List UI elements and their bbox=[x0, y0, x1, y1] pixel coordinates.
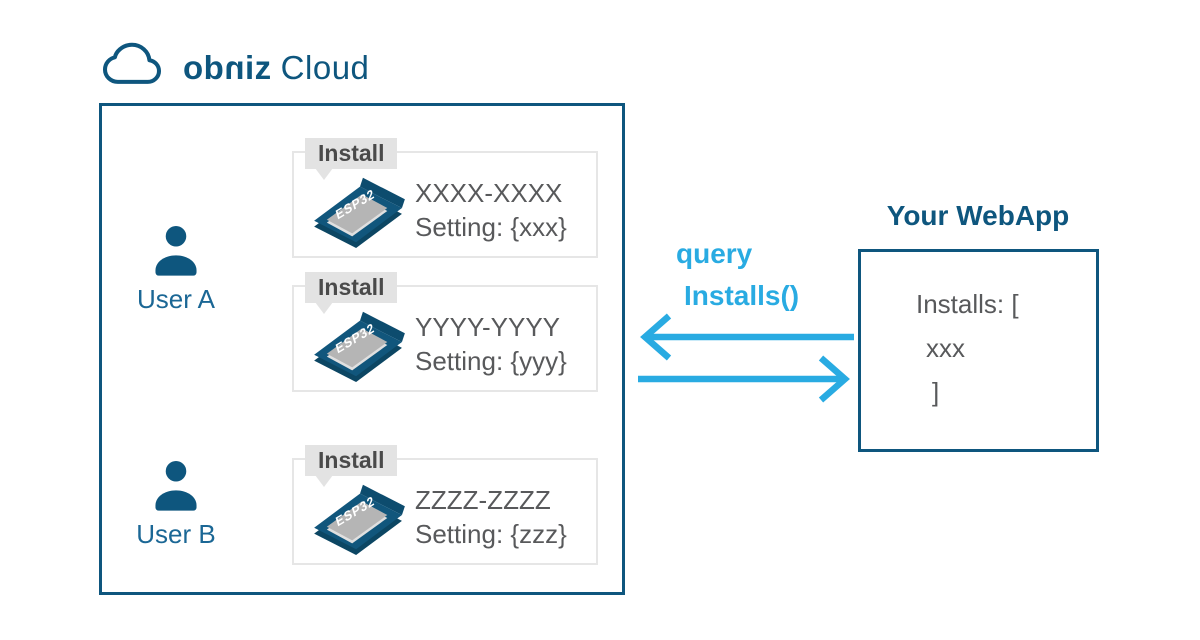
user-a-label: User A bbox=[136, 284, 216, 314]
install-tag: Install bbox=[305, 272, 398, 303]
install-info: ZZZZ-ZZZZ Setting: {zzz} bbox=[415, 483, 567, 551]
logo-part-iz: iz bbox=[245, 48, 272, 86]
logo-part-ob: ob bbox=[183, 48, 225, 86]
query-label-line2: Installs() bbox=[684, 280, 800, 311]
install-info: XXXX-XXXX Setting: {xxx} bbox=[415, 176, 567, 244]
install-card-3: Install ESP32 ZZZZ-ZZZZ Setting: {zzz} bbox=[292, 445, 598, 565]
tag-pointer-icon bbox=[315, 302, 333, 314]
device-setting: Setting: {zzz} bbox=[415, 519, 567, 549]
user-b-label: User B bbox=[136, 519, 216, 549]
user-icon bbox=[155, 460, 197, 511]
webapp-code: Installs: [ xxx ] bbox=[916, 282, 1019, 414]
arrow-left-head-icon bbox=[640, 313, 672, 361]
code-line-1: Installs: [ bbox=[916, 289, 1019, 319]
device-id: ZZZZ-ZZZZ bbox=[415, 485, 551, 515]
device-setting: Setting: {yyy} bbox=[415, 346, 567, 376]
install-tag: Install bbox=[305, 445, 398, 476]
logo-flipped-n: n bbox=[224, 48, 245, 86]
user-icon bbox=[155, 225, 197, 276]
webapp-title: Your WebApp bbox=[886, 200, 1070, 231]
user-a: User A bbox=[121, 223, 231, 315]
device-id: YYYY-YYYY bbox=[415, 312, 561, 342]
user-b: User B bbox=[121, 458, 231, 550]
device-setting: Setting: {xxx} bbox=[415, 212, 567, 242]
esp32-chip-icon: ESP32 bbox=[314, 484, 405, 556]
install-info: YYYY-YYYY Setting: {yyy} bbox=[415, 310, 567, 378]
install-tag: Install bbox=[305, 138, 398, 169]
code-line-2: xxx bbox=[926, 333, 965, 363]
esp32-chip-icon: ESP32 bbox=[314, 177, 405, 249]
webapp-box: Installs: [ xxx ] bbox=[858, 249, 1099, 452]
query-arrows bbox=[638, 313, 854, 403]
arrow-right-head-icon bbox=[818, 355, 850, 403]
esp32-chip-icon: ESP32 bbox=[314, 311, 405, 383]
device-id: XXXX-XXXX bbox=[415, 178, 563, 208]
cloud-icon bbox=[96, 38, 168, 97]
code-line-3: ] bbox=[932, 377, 940, 407]
query-label-line1: query bbox=[676, 238, 753, 269]
install-card-1: Install ESP32 XXXX-XXXX Setting: {xxx} bbox=[292, 138, 598, 258]
tag-pointer-icon bbox=[315, 168, 333, 180]
logo-part-cloud: Cloud bbox=[280, 48, 370, 86]
install-card-2: Install ESP32 YYYY-YYYY Setting: {yyy} bbox=[292, 272, 598, 392]
tag-pointer-icon bbox=[315, 475, 333, 487]
